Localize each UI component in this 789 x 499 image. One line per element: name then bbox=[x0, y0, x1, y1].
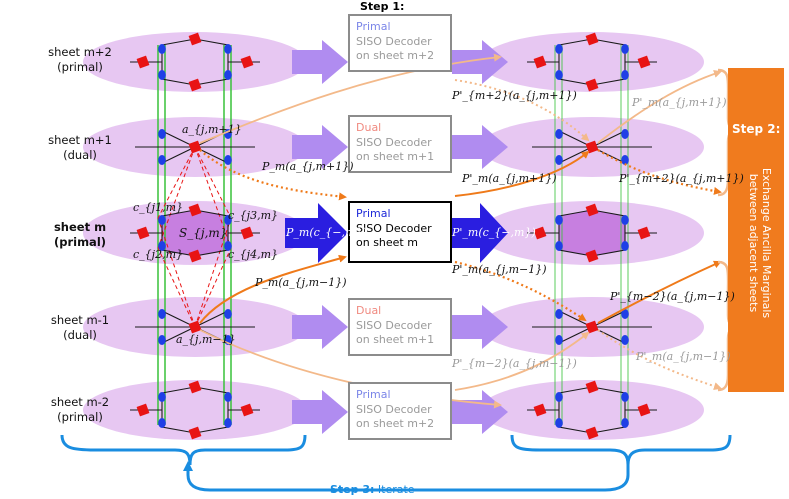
label-pm-bottom: P_m(a_{j,m−1}) bbox=[255, 276, 347, 289]
step3-rest: Iterate bbox=[374, 483, 415, 496]
decoder-box-sheet-m-minus-2: Primal SISO Decoder on sheet m+2 bbox=[348, 382, 452, 440]
sheet-label-m-minus-2: sheet m-2 (primal) bbox=[30, 395, 130, 425]
label-a-top: a_{j,m+1} bbox=[182, 123, 242, 136]
label-a-bottom: a_{j,m−1} bbox=[176, 333, 236, 346]
sheet-label-m: sheet m (primal) bbox=[30, 220, 130, 250]
label-pm-prime-c: P'_m(c_{−,m}) bbox=[452, 226, 536, 239]
sheet-label-line1: sheet m+2 bbox=[48, 45, 112, 59]
sheet-label-line1: sheet m-2 bbox=[50, 395, 110, 409]
label-c3: c_{j3,m} bbox=[228, 209, 278, 222]
step2-bar bbox=[728, 68, 784, 392]
decoder-line3: on sheet m+1 bbox=[356, 333, 435, 346]
step1-label: Step 1: bbox=[360, 0, 405, 13]
label-pprime-m-bottom-right: P'_m(a_{j,m−1}) bbox=[636, 350, 731, 363]
label-c4: c_{j4,m} bbox=[228, 248, 278, 261]
sheet-label-line1: sheet m+1 bbox=[48, 133, 112, 147]
arrow-m2-bottom-solid bbox=[454, 331, 590, 391]
decoder-line3: on sheet m+2 bbox=[356, 49, 435, 62]
decoder-box-sheet-m: Primal SISO Decoder on sheet m bbox=[348, 201, 452, 263]
decoder-type: Primal bbox=[356, 388, 391, 401]
label-s: S_{j,m} bbox=[179, 226, 228, 240]
decoder-line2: SISO Decoder bbox=[356, 402, 432, 416]
sheet-ellipse-left-5 bbox=[83, 380, 307, 440]
flow-arrow-out-2 bbox=[452, 125, 508, 169]
label-pprime-m-top-mid: P'_m(a_{j,m+1}) bbox=[462, 172, 557, 185]
sheet-label-m-plus-2: sheet m+2 (primal) bbox=[30, 45, 130, 75]
flow-arrow-in-5 bbox=[292, 390, 348, 434]
sheet-label-line2: (primal) bbox=[57, 410, 103, 424]
decoder-box-sheet-m-plus-2: Primal SISO Decoder on sheet m+2 bbox=[348, 14, 452, 72]
decoder-line2: SISO Decoder bbox=[356, 318, 432, 332]
center-arrow-out bbox=[452, 203, 508, 263]
green-vertical-links bbox=[157, 45, 629, 425]
decoder-line2: SISO Decoder bbox=[356, 221, 432, 235]
label-pm-top: P_m(a_{j,m+1}) bbox=[262, 160, 354, 173]
label-pprime-m2-bottom-right: P'_{m−2}(a_{j,m−1}) bbox=[610, 290, 735, 303]
sheet-ellipse-right-1 bbox=[480, 32, 704, 92]
flow-arrow-out-1 bbox=[452, 40, 508, 84]
center-arrow-in bbox=[285, 203, 348, 263]
sheet-label-m-minus-1: sheet m-1 (dual) bbox=[30, 313, 130, 343]
center-flow-arrows bbox=[285, 203, 508, 263]
flow-arrow-out-4 bbox=[452, 305, 508, 349]
label-pprime-m2-top: P'_{m+2}(a_{j,m+1}) bbox=[452, 89, 577, 102]
message-arrows bbox=[199, 53, 722, 409]
step2-description: Exchange Ancilla Marginals between adjac… bbox=[747, 167, 773, 319]
label-pprime-m2-top-right: P'_{m+2}(a_{j,m+1}) bbox=[619, 172, 744, 185]
label-c2: c_{j2,m} bbox=[133, 248, 183, 261]
iterate-bracket bbox=[60, 434, 732, 492]
arrow-right-bottom-solid bbox=[597, 260, 722, 324]
sheet-label-line1: sheet m-1 bbox=[50, 313, 110, 327]
step2-title: Step 2: bbox=[732, 122, 781, 136]
sheet-label-line2: (primal) bbox=[57, 60, 103, 74]
arrow-right-top-dotted bbox=[597, 149, 722, 195]
sheet-label-line1: sheet m bbox=[53, 220, 107, 234]
sheet-label-m-plus-1: sheet m+1 (dual) bbox=[30, 133, 130, 163]
label-pm-c: P_m(c_{−,m}) bbox=[286, 226, 367, 239]
step3-label: Step 3: Iterate bbox=[330, 483, 415, 496]
label-c1: c_{j1,m} bbox=[133, 201, 183, 214]
label-pprime-m2-bottom-mid: P'_{m−2}(a_{j,m−1}) bbox=[452, 357, 577, 370]
sheet-ellipse-right-5 bbox=[480, 380, 704, 440]
flow-arrow-in-1 bbox=[292, 40, 348, 84]
decoder-type: Dual bbox=[356, 304, 382, 317]
decoder-line2: SISO Decoder bbox=[356, 135, 432, 149]
decoder-box-sheet-m-minus-1: Dual SISO Decoder on sheet m+1 bbox=[348, 298, 452, 356]
sheet-label-line2: (dual) bbox=[63, 148, 97, 162]
red-nodes bbox=[136, 32, 651, 440]
red-dashed-links bbox=[157, 146, 232, 328]
decoder-line3: on sheet m bbox=[356, 236, 418, 249]
center-hex-fill-left bbox=[162, 210, 228, 256]
decoder-box-sheet-m-plus-1: Dual SISO Decoder on sheet m+1 bbox=[348, 115, 452, 173]
arrow-bottom-to-right bbox=[199, 329, 502, 409]
arrow-out-top bbox=[454, 150, 590, 197]
label-pprime-m-top-right: P'_m(a_{j,m+1}) bbox=[632, 96, 727, 109]
decoder-line3: on sheet m+1 bbox=[356, 150, 435, 163]
blue-nodes bbox=[158, 44, 629, 428]
arrow-m2-top-dotted bbox=[454, 79, 590, 142]
arrow-top-to-right bbox=[199, 53, 502, 144]
sheet-label-line2: (dual) bbox=[63, 328, 97, 342]
step3-bold: Step 3: bbox=[330, 483, 375, 496]
arrow-pm-bottom bbox=[199, 254, 347, 324]
sheet-label-line2: (primal) bbox=[53, 235, 107, 249]
decoder-type: Primal bbox=[356, 20, 391, 33]
decoder-line3: on sheet m+2 bbox=[356, 417, 435, 430]
arrow-right-top-solid bbox=[597, 70, 722, 144]
center-hex-fill-right bbox=[559, 210, 625, 256]
label-pprime-m-bottom-mid: P'_m(a_{j,m−1}) bbox=[452, 263, 547, 276]
flow-arrow-in-2 bbox=[292, 125, 348, 169]
arrow-right-bottom-dotted bbox=[597, 329, 722, 390]
sheet-ellipse-left-1 bbox=[83, 32, 307, 92]
decoder-type: Primal bbox=[356, 207, 391, 220]
decoder-line2: SISO Decoder bbox=[356, 34, 432, 48]
decoder-type: Dual bbox=[356, 121, 382, 134]
flow-arrow-in-4 bbox=[292, 305, 348, 349]
